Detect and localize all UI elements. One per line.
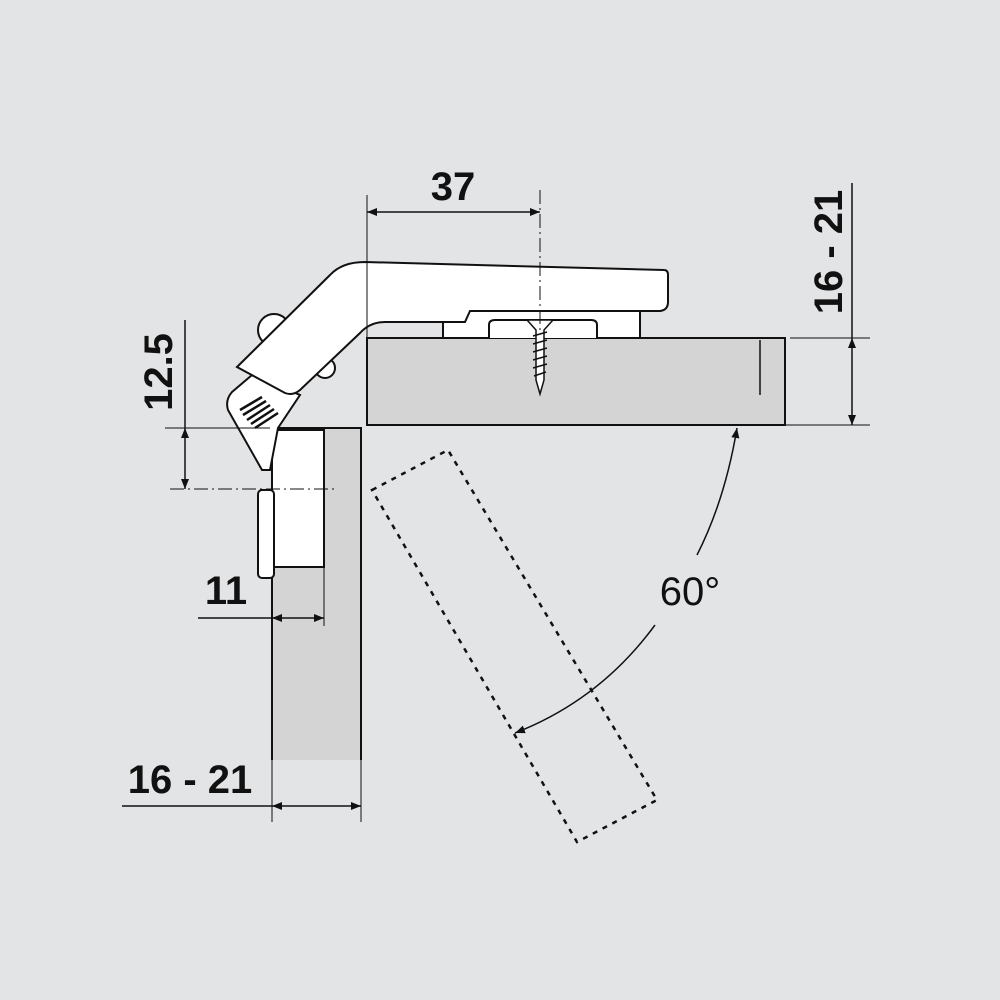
hinge-cup (271, 429, 325, 568)
opening-angle-label: 60° (660, 570, 721, 614)
dimension-37: 37 (431, 165, 476, 209)
top-panel (366, 337, 786, 426)
dimension-12-5: 12.5 (137, 333, 181, 411)
screw-icon (525, 319, 555, 397)
dimension-side-panel-thickness: 16 - 21 (128, 758, 253, 802)
hinge-arm (235, 260, 669, 395)
cup-plate (257, 489, 275, 579)
dimension-11: 11 (205, 569, 247, 613)
open-door-outline (370, 448, 659, 844)
dimension-top-panel-thickness: 16 - 21 (807, 190, 851, 315)
